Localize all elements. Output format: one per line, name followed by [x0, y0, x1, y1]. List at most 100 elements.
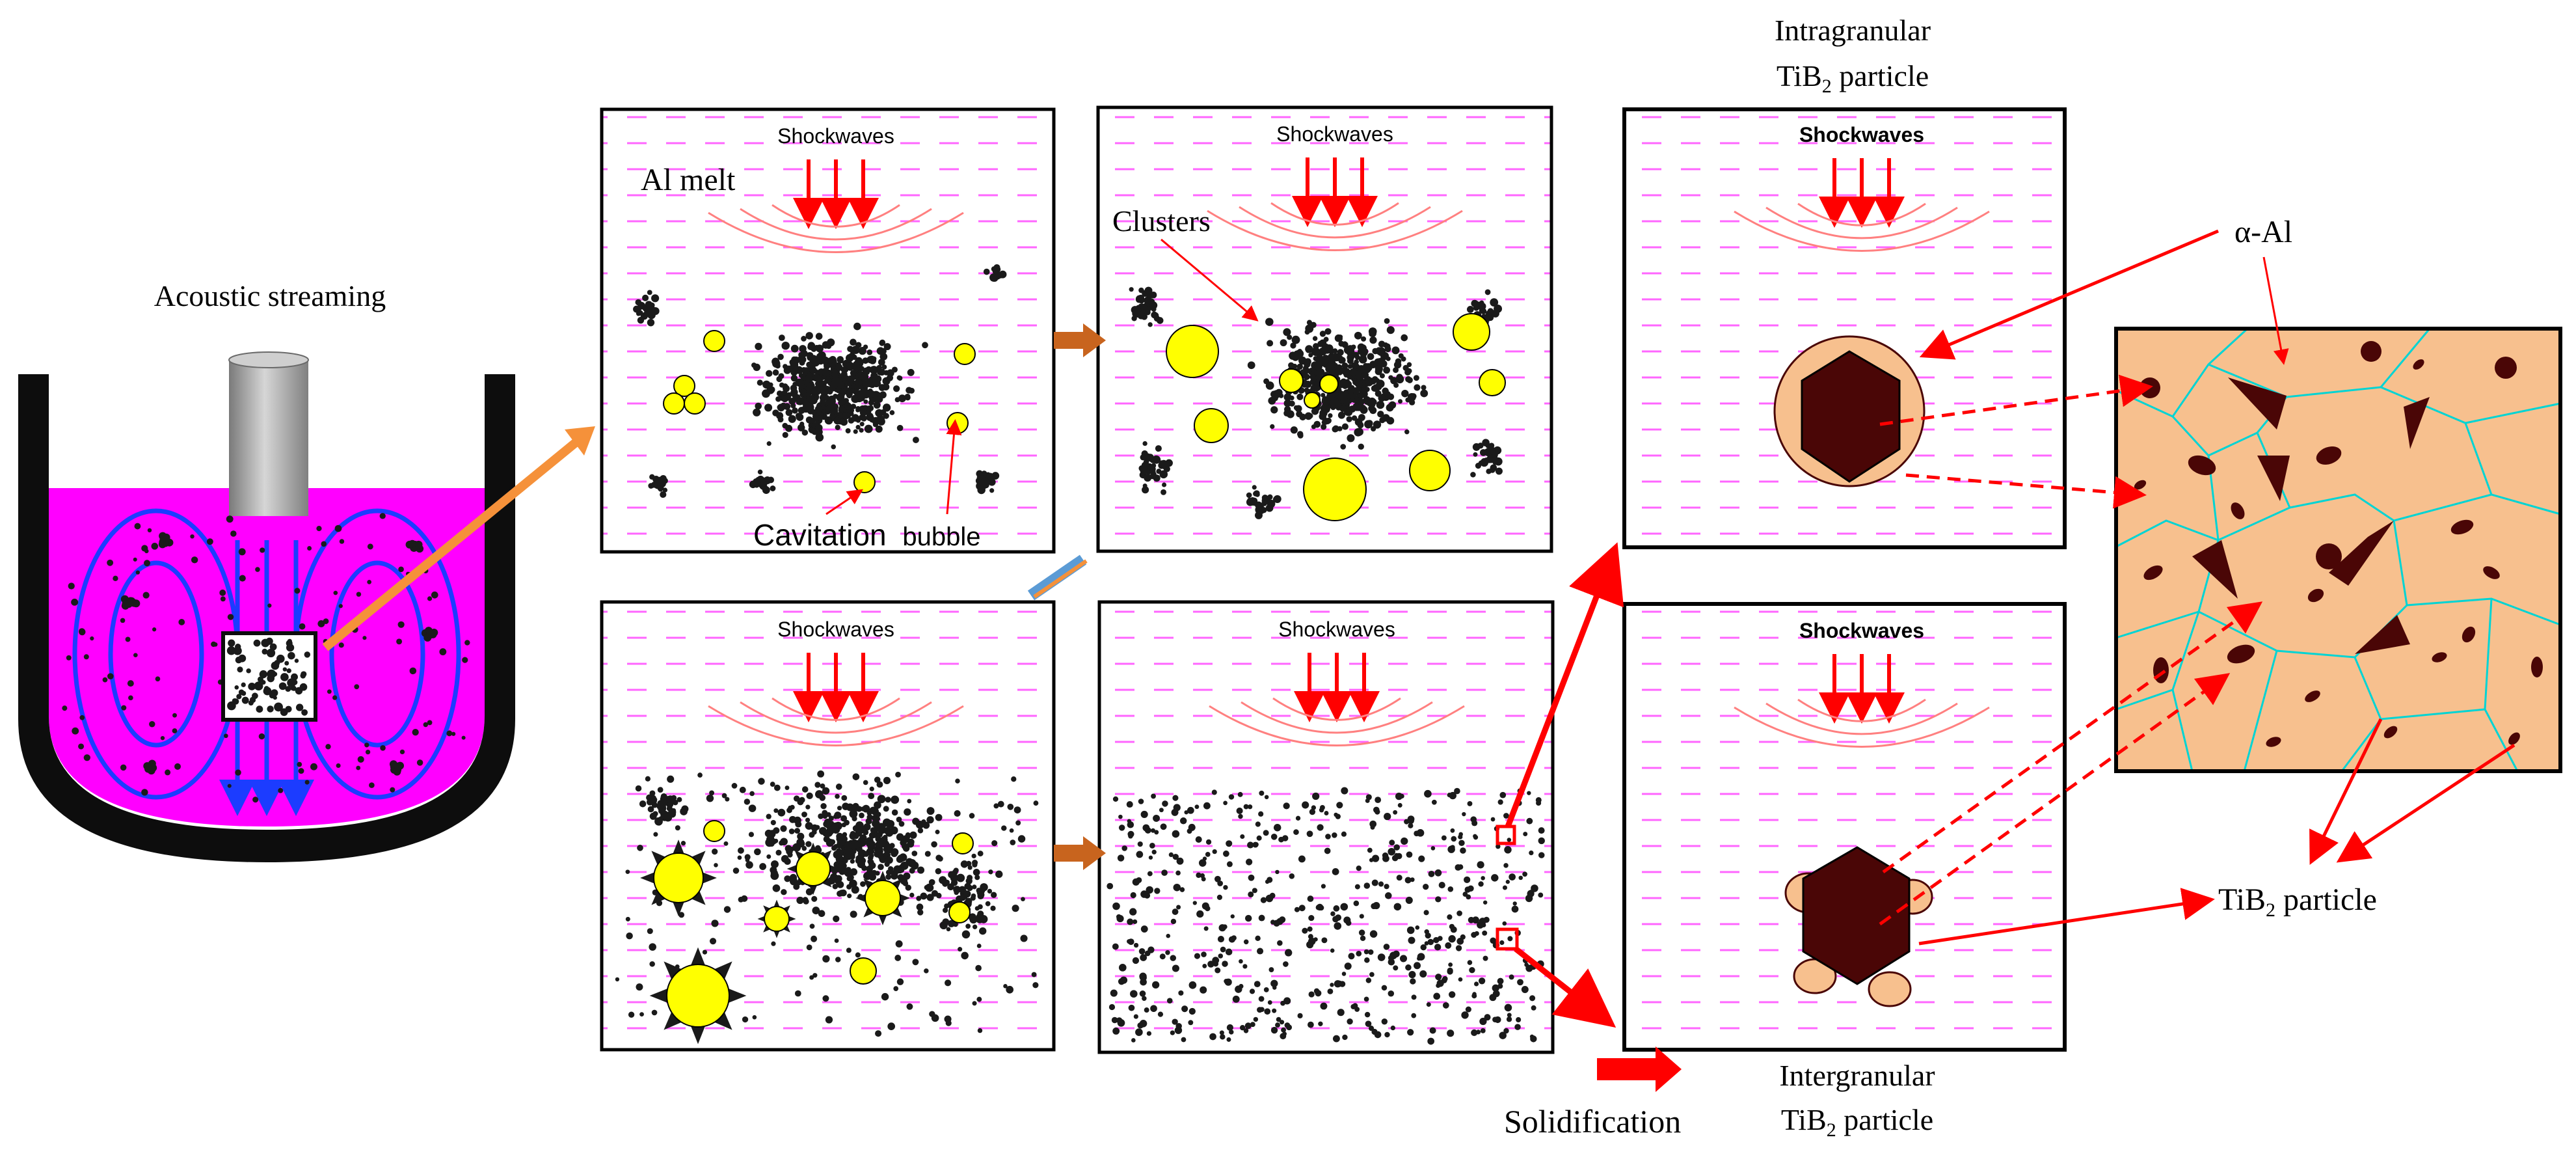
particle	[737, 847, 744, 854]
particle	[883, 806, 889, 812]
particle	[1324, 418, 1331, 424]
particle	[818, 813, 824, 819]
particle	[860, 806, 865, 812]
particle	[649, 790, 656, 797]
tib2-pointer-grain-2	[2336, 743, 2516, 863]
particle	[745, 858, 750, 862]
intragranular-tib2-particle	[2531, 657, 2543, 677]
cavitation-bubble	[1279, 368, 1304, 393]
grain-boundary	[2115, 455, 2220, 639]
particle	[903, 872, 911, 880]
melt-particle	[125, 636, 131, 642]
particle	[1507, 1013, 1512, 1018]
particle	[954, 810, 961, 817]
particle	[861, 865, 868, 871]
particle	[1361, 371, 1369, 379]
particle	[845, 428, 851, 433]
particle	[1447, 1030, 1455, 1037]
particle	[868, 400, 874, 406]
particle	[1257, 1007, 1263, 1013]
particle	[837, 806, 842, 811]
particle	[1149, 301, 1158, 310]
particle	[1370, 398, 1377, 405]
particle	[1120, 976, 1128, 984]
particle	[1503, 863, 1509, 868]
particle	[1137, 841, 1143, 847]
melt-particle	[333, 590, 338, 595]
particle	[1341, 362, 1348, 370]
particle	[770, 782, 775, 787]
particle	[1248, 874, 1255, 881]
particle	[782, 431, 788, 438]
particle	[1252, 841, 1259, 848]
melt-particle	[149, 721, 155, 728]
particle	[755, 402, 762, 410]
zoom-particle	[259, 670, 267, 679]
particle	[1281, 1027, 1286, 1033]
particle	[651, 1009, 658, 1016]
particle	[1179, 817, 1187, 825]
particle	[837, 850, 844, 857]
particle	[1257, 508, 1263, 513]
particle	[1414, 962, 1421, 970]
particle	[995, 870, 1003, 879]
particle	[1321, 392, 1326, 398]
particle	[1325, 834, 1331, 840]
particle	[866, 869, 874, 877]
particle	[916, 895, 922, 901]
particle	[1216, 894, 1222, 900]
particle	[806, 352, 813, 359]
melt-particle	[144, 549, 149, 554]
particle	[1357, 364, 1366, 374]
melt-particle	[356, 592, 362, 597]
zoom-particle	[285, 705, 292, 713]
particle	[1507, 936, 1513, 942]
particle	[907, 858, 917, 867]
intergranular-tib2-particle	[2228, 377, 2287, 430]
particle	[777, 808, 786, 817]
particle	[972, 924, 978, 929]
particle	[1239, 1025, 1246, 1031]
particle	[825, 375, 831, 381]
particle	[912, 959, 919, 966]
particle	[1529, 850, 1534, 856]
particle	[911, 851, 918, 856]
particle	[781, 854, 789, 863]
particle	[1118, 814, 1123, 819]
particle	[1296, 363, 1304, 370]
particle	[777, 353, 784, 361]
shockwave-arc	[708, 212, 964, 253]
al-melt-label: Al melt	[641, 163, 736, 197]
melt-particle	[142, 592, 150, 599]
melt-particle	[211, 641, 217, 648]
particle	[979, 927, 987, 935]
particle	[1150, 1005, 1157, 1013]
particle	[1388, 990, 1395, 997]
acoustic-streaming-label: Acoustic streaming	[154, 279, 386, 312]
particle	[1497, 977, 1504, 985]
particle	[1526, 817, 1533, 825]
zoom-particle	[269, 643, 277, 651]
intragranular-tib2-particle	[2413, 359, 2424, 370]
particle	[1247, 841, 1254, 849]
melt-particle	[255, 567, 260, 572]
tib2-subscript: 2	[1822, 75, 1832, 97]
particle	[1151, 828, 1156, 833]
intergranular-subtitle: TiB2 particle	[1781, 1103, 1933, 1141]
particle	[893, 385, 900, 392]
particle	[647, 318, 655, 327]
particle	[876, 832, 881, 838]
melt-particle	[267, 603, 272, 608]
particle	[1522, 871, 1527, 877]
particle	[1395, 792, 1403, 800]
particle	[1309, 808, 1316, 815]
particle	[1283, 393, 1292, 402]
particle	[1229, 1030, 1234, 1035]
particle	[1237, 791, 1243, 797]
particle	[799, 355, 807, 364]
particle	[831, 444, 837, 450]
particle	[935, 868, 942, 875]
particle	[947, 920, 956, 927]
particle	[721, 793, 727, 799]
particle	[944, 1015, 952, 1023]
